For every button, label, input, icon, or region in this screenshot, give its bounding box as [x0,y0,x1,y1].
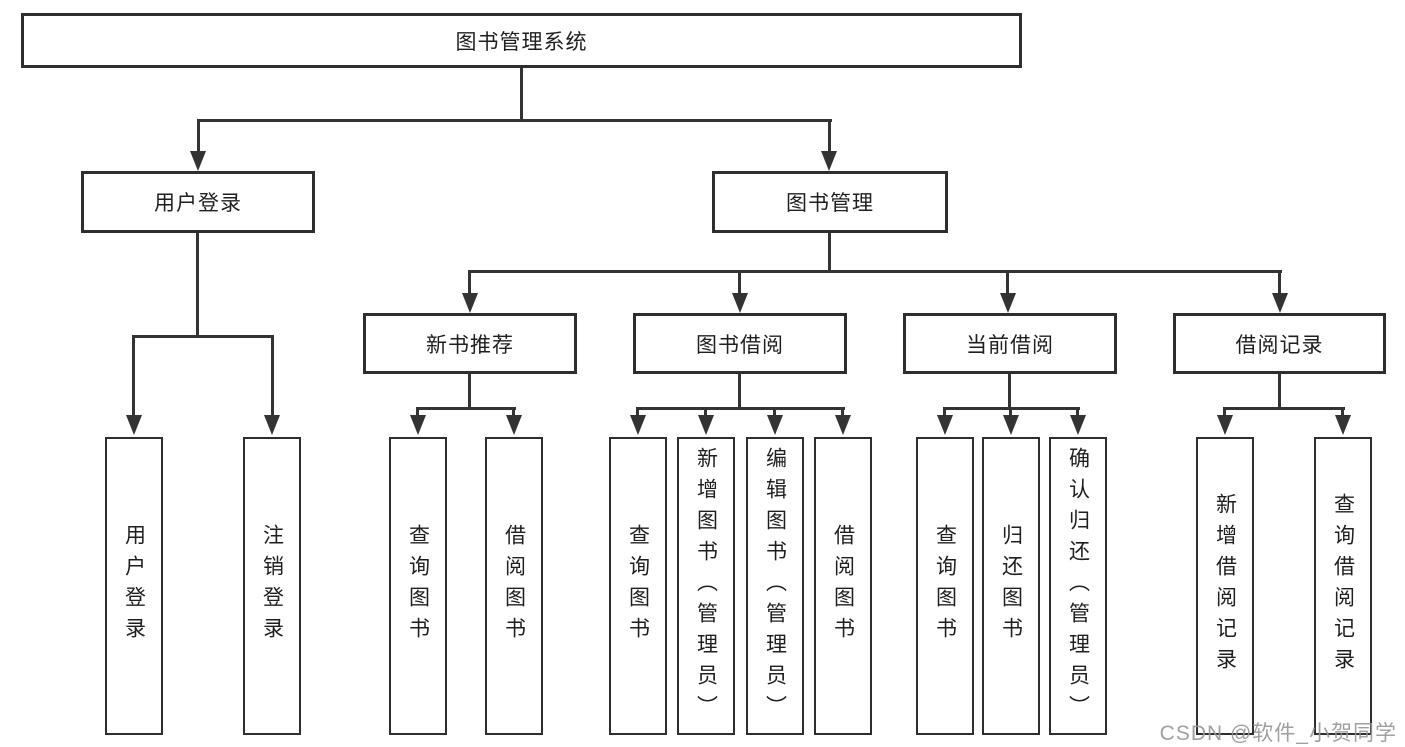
leaf-borrow-add-books-admin: 新增图书（管理员） [677,437,735,735]
arrowhead-current-leaf2 [1003,415,1019,435]
connector-newbook-leaf2-stem [512,407,515,417]
connector-current-leaf1-stem [943,407,946,417]
arrowhead-login-leaf2 [264,415,280,435]
leaf-current-confirm-return-admin-label: 确认归还（管理员） [1066,446,1090,726]
node-user-login: 用户登录 [81,171,315,233]
connector-borrow-down [738,374,741,410]
csdn-watermark: CSDN @软件_小贺同学 [1159,722,1397,745]
connector-login-down [196,233,199,337]
arrowhead-newbook [462,293,478,313]
connector-management-down [828,233,831,273]
connector-records-leaf2-stem [1341,407,1344,417]
connector-records-down [1278,374,1281,410]
leaf-borrow-borrow-books: 借阅图书 [814,437,872,735]
connector-newbook-stem [468,270,471,294]
arrowhead-newbook-leaf1 [410,415,426,435]
leaf-current-return-books: 归还图书 [982,437,1040,735]
node-current-borrow-label: 当前借阅 [966,333,1054,357]
arrowhead-borrow-leaf3 [767,415,783,435]
connector-borrow-leaf2-stem [704,407,707,417]
node-book-management: 图书管理 [712,171,948,233]
node-user-login-label: 用户登录 [154,192,242,215]
arrowhead-borrow-leaf1 [630,415,646,435]
node-root-library-system: 图书管理系统 [21,13,1022,68]
connector-user-login-stem [197,119,200,153]
leaf-user-login-label: 用户登录 [122,524,146,648]
arrowhead-login-leaf1 [126,415,142,435]
arrowhead-borrow-leaf2 [698,415,714,435]
node-book-borrow-label: 图书借阅 [696,333,784,357]
connector-login-leaf1-stem [132,335,135,416]
connector-newbook-down [468,374,471,410]
connector-root-stem [520,68,523,121]
node-new-book-recommend-label: 新书推荐 [426,333,514,357]
node-current-borrow: 当前借阅 [903,313,1117,374]
node-book-borrow: 图书借阅 [633,313,847,374]
leaf-logout: 注销登录 [243,437,301,735]
node-root-label: 图书管理系统 [455,30,588,54]
arrowhead-user-login [190,151,206,171]
leaf-current-query-books-label: 查询图书 [933,524,957,648]
node-borrow-records-label: 借阅记录 [1235,333,1324,357]
arrowhead-book-management [821,151,837,171]
leaf-user-login: 用户登录 [105,437,163,735]
connector-newbook-bar [417,407,516,410]
arrowhead-records-leaf2 [1335,415,1351,435]
connector-login-bar [133,335,274,338]
leaf-newbook-query-books-label: 查询图书 [406,524,430,648]
connector-records-leaf1-stem [1223,407,1226,417]
connector-records-stem [1278,270,1281,294]
leaf-current-query-books: 查询图书 [916,437,974,735]
arrowhead-records-leaf1 [1217,415,1233,435]
leaf-newbook-borrow-books: 借阅图书 [485,437,543,735]
connector-book-management-stem [828,119,831,153]
connector-borrow-leaf1-stem [636,407,639,417]
leaf-borrow-query-books-label: 查询图书 [626,524,650,648]
leaf-borrow-edit-books-admin: 编辑图书（管理员） [746,437,804,735]
connector-current-down [1008,374,1011,410]
connector-current-stem [1006,270,1009,294]
leaf-newbook-borrow-books-label: 借阅图书 [502,524,526,648]
connector-records-bar [1223,407,1345,410]
leaf-current-return-books-label: 归还图书 [999,524,1023,648]
arrowhead-current-leaf1 [937,415,953,435]
connector-newbook-leaf1-stem [416,407,419,417]
arrowhead-borrow [732,293,748,313]
connector-current-leaf2-stem [1009,407,1012,417]
connector-borrow-leaf3-stem [773,407,776,417]
arrowhead-records [1272,293,1288,313]
connector-level3-bar [468,270,1282,273]
connector-login-leaf2-stem [271,335,274,416]
node-book-management-label: 图书管理 [786,192,874,215]
node-new-book-recommend: 新书推荐 [363,313,577,374]
node-borrow-records: 借阅记录 [1173,313,1386,374]
connector-borrow-bar [636,407,845,410]
leaf-records-add-record-label: 新增借阅记录 [1213,493,1237,679]
connector-borrow-leaf4-stem [841,407,844,417]
leaf-borrow-add-books-admin-label: 新增图书（管理员） [694,446,718,726]
arrowhead-newbook-leaf2 [506,415,522,435]
leaf-current-confirm-return-admin: 确认归还（管理员） [1049,437,1107,735]
leaf-borrow-query-books: 查询图书 [609,437,667,735]
leaf-borrow-borrow-books-label: 借阅图书 [831,524,855,648]
arrowhead-current [1000,293,1016,313]
connector-current-leaf3-stem [1076,407,1079,417]
leaf-records-query-record: 查询借阅记录 [1314,437,1372,735]
arrowhead-current-leaf3 [1070,415,1086,435]
connector-borrow-stem [738,270,741,294]
leaf-logout-label: 注销登录 [260,524,284,648]
connector-level2-bar [197,119,832,122]
leaf-records-add-record: 新增借阅记录 [1196,437,1254,735]
leaf-records-query-record-label: 查询借阅记录 [1331,493,1355,679]
leaf-borrow-edit-books-admin-label: 编辑图书（管理员） [763,446,787,726]
arrowhead-borrow-leaf4 [835,415,851,435]
leaf-newbook-query-books: 查询图书 [389,437,447,735]
